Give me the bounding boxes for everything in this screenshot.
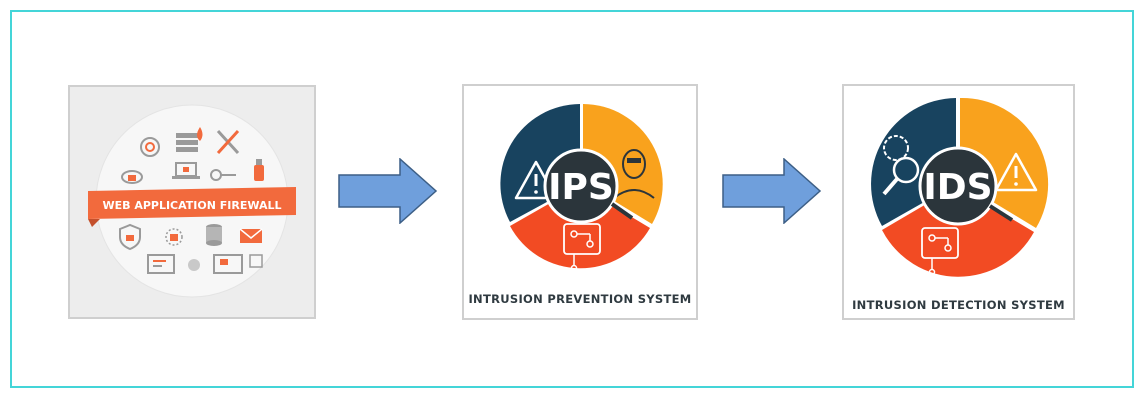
waf-card: WEB APPLICATION FIREWALL	[68, 85, 316, 319]
warning-icon	[994, 152, 1038, 192]
waf-illustration: WEB APPLICATION FIREWALL	[88, 104, 296, 298]
circuit-board-icon	[921, 227, 959, 276]
ids-caption: INTRUSION DETECTION SYSTEM	[852, 298, 1065, 312]
usb-icon	[254, 159, 264, 181]
intruder-mask-icon	[613, 149, 655, 199]
ips-card: IPS INTRUSION PREVENTION SYSTEM	[462, 84, 698, 320]
mail-icon	[239, 228, 263, 243]
flow-arrow-1	[338, 158, 438, 224]
flow-arrow-2	[722, 158, 822, 224]
tools-icon	[216, 129, 240, 155]
key-icon	[210, 169, 236, 181]
ids-segment-amber	[960, 97, 1049, 228]
ips-hub-label: IPS	[548, 167, 614, 208]
monitor-icon	[213, 254, 243, 274]
circuit-board-icon	[563, 223, 601, 272]
firewall-bricks-icon	[176, 127, 203, 152]
laptop-icon	[172, 162, 200, 179]
shield-lock-icon	[119, 223, 141, 251]
waf-banner: WEB APPLICATION FIREWALL	[88, 187, 296, 227]
arrow-shape	[722, 158, 822, 224]
magnifier-gear-icon	[882, 135, 920, 196]
ids-hub	[918, 146, 998, 226]
waf-banner-label: WEB APPLICATION FIREWALL	[102, 199, 281, 212]
cube-icon	[249, 254, 263, 268]
ids-card: IDS INTRUSION DETECTION SYSTEM	[842, 84, 1075, 320]
ips-hub	[543, 148, 619, 224]
ips-segment-red	[510, 186, 650, 269]
code-screen-icon	[147, 254, 175, 274]
ips-caption: INTRUSION PREVENTION SYSTEM	[468, 292, 692, 306]
arrow-shape	[338, 158, 438, 224]
cloud-lock-icon	[121, 170, 143, 184]
ids-wheel: IDS	[871, 97, 1049, 277]
ids-hub-label: IDS	[923, 167, 992, 208]
ips-wheel: IPS	[500, 104, 663, 272]
target-icon	[140, 137, 160, 157]
gear-icon	[188, 259, 200, 271]
database-icon	[206, 224, 222, 246]
network-lock-icon	[165, 228, 183, 246]
